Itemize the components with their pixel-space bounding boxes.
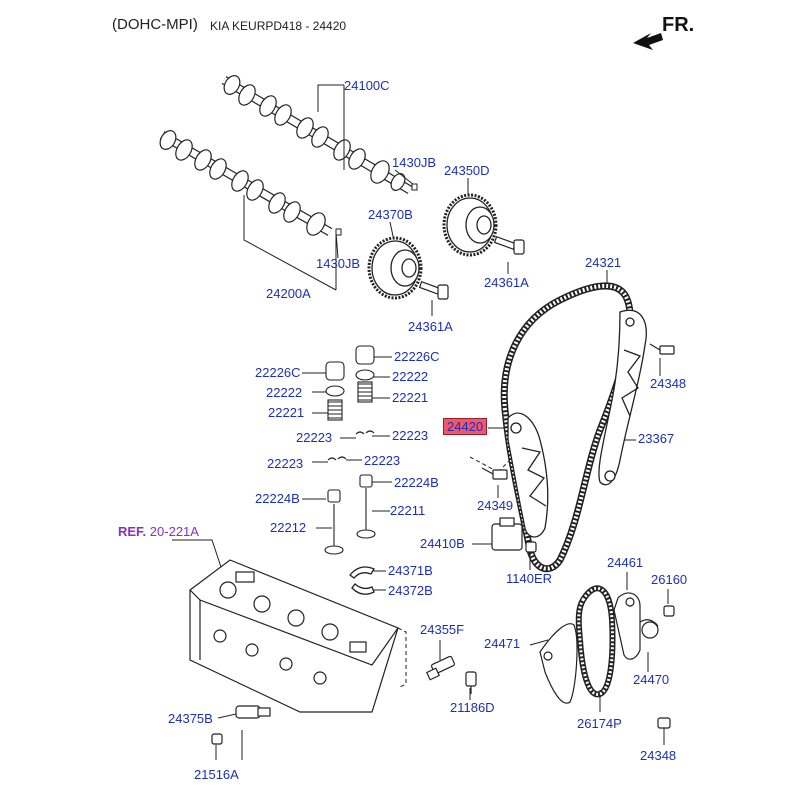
part-label-24470[interactable]: 24470	[633, 672, 670, 687]
part-label-1430jb-lower[interactable]: 1430JB	[316, 256, 361, 271]
part-label-22226c-left[interactable]: 22226C	[255, 365, 301, 380]
part-label-24420[interactable]: 24420	[443, 418, 488, 435]
oil-pump-guide	[539, 623, 578, 704]
part-label-1140er[interactable]: 1140ER	[506, 571, 553, 586]
part-label-26174p[interactable]: 26174P	[577, 716, 622, 731]
engine-type-label: (DOHC-MPI)	[112, 16, 198, 33]
part-label-24350d[interactable]: 24350D	[444, 163, 490, 178]
part-label-24370b[interactable]: 24370B	[368, 207, 413, 222]
part-label-22223-d[interactable]: 22223	[364, 453, 401, 468]
part-label-22211[interactable]: 22211	[390, 503, 426, 518]
exhaust-camshaft	[159, 130, 333, 236]
oil-control-valve	[425, 655, 477, 694]
reference-link[interactable]: REF. 20-221A	[118, 524, 199, 539]
part-label-22223-c[interactable]: 22223	[267, 456, 304, 471]
part-label-24461[interactable]: 24461	[607, 555, 644, 570]
part-label-22224b-right[interactable]: 22224B	[394, 475, 439, 490]
part-label-24471[interactable]: 24471	[484, 636, 521, 651]
part-label-24200a[interactable]: 24200A	[266, 286, 311, 301]
cylinder-head	[189, 559, 399, 713]
valve-parts	[324, 345, 376, 555]
part-label-24361a-left[interactable]: 24361A	[408, 319, 453, 334]
reference-code: 20-221A	[149, 524, 199, 539]
part-label-22221-left[interactable]: 22221	[268, 405, 305, 420]
part-label-24361a-right[interactable]: 24361A	[484, 275, 529, 290]
part-label-22223-b[interactable]: 22223	[392, 428, 429, 443]
cvvt-sprocket-exhaust	[442, 193, 498, 257]
part-label-22221-right[interactable]: 22221	[392, 390, 429, 405]
dowel-pins	[335, 183, 418, 236]
part-label-21516a[interactable]: 21516A	[194, 767, 239, 782]
oil-pump-chain	[575, 585, 616, 698]
sprocket-bolts	[418, 235, 525, 300]
part-label-23367[interactable]: 23367	[638, 431, 675, 446]
chain-guide-24420	[507, 412, 549, 538]
sensor-parts	[211, 705, 271, 745]
part-label-24375b[interactable]: 24375B	[168, 711, 213, 726]
part-label-22222-right[interactable]: 22222	[392, 369, 429, 384]
model-code-label: KIA KEURPD418 - 24420	[210, 19, 347, 33]
part-label-22222-left[interactable]: 22222	[266, 385, 303, 400]
part-label-26160[interactable]: 26160	[651, 572, 688, 587]
bearing-shells	[349, 566, 375, 595]
part-label-22226c-right[interactable]: 22226C	[394, 349, 440, 364]
part-label-24100c[interactable]: 24100C	[344, 78, 390, 93]
cvvt-sprocket-intake	[367, 236, 423, 300]
part-label-22223-a[interactable]: 22223	[296, 430, 333, 445]
front-direction-label: FR.	[662, 14, 695, 36]
part-label-21186d[interactable]: 21186D	[450, 700, 495, 715]
guide-bolts	[481, 343, 675, 480]
part-label-1430jb-upper[interactable]: 1430JB	[392, 155, 437, 170]
front-direction-arrow-icon	[633, 33, 663, 50]
oil-pump-tensioner	[613, 592, 675, 729]
part-label-24349[interactable]: 24349	[477, 498, 514, 513]
part-label-24321[interactable]: 24321	[585, 255, 622, 270]
hydraulic-tensioner	[491, 517, 537, 556]
highlighted-part-24420: 24420	[443, 418, 488, 435]
part-label-24348-lower[interactable]: 24348	[640, 748, 677, 763]
part-label-24371b[interactable]: 24371B	[388, 563, 433, 578]
intake-camshaft	[221, 75, 413, 194]
reference-prefix: REF.	[118, 524, 147, 539]
chain-tensioner-arm	[598, 309, 647, 486]
part-label-24348-upper[interactable]: 24348	[650, 376, 687, 391]
part-label-24410b[interactable]: 24410B	[420, 536, 465, 551]
part-label-24355f[interactable]: 24355F	[420, 622, 465, 637]
part-label-22224b-left[interactable]: 22224B	[255, 491, 300, 506]
part-label-24372b[interactable]: 24372B	[388, 583, 433, 598]
part-label-22212[interactable]: 22212	[270, 520, 307, 535]
